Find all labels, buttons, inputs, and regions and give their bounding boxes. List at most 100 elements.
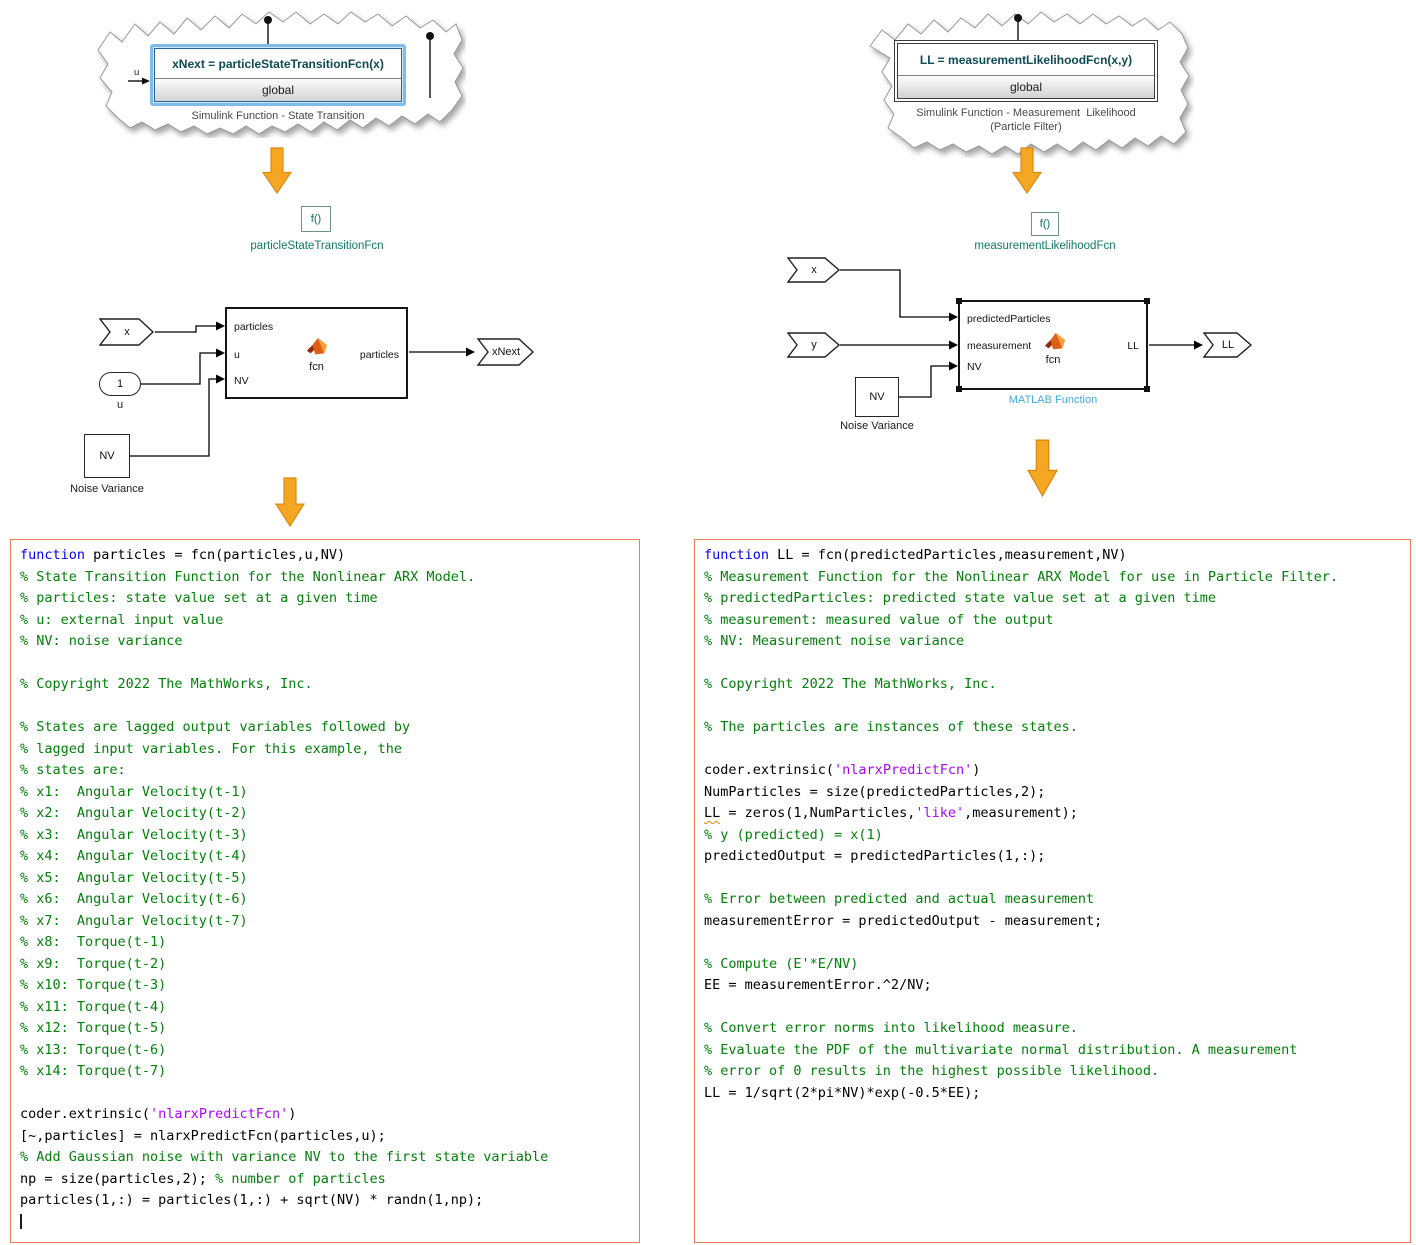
simulink-function-block-measurement-likelihood[interactable]: LL = measurementLikelihoodFcn(x,y) globa… [894,40,1158,102]
code-line: particles(1,:) = particles(1,:) + sqrt(N… [20,1190,630,1212]
outport-block-xnext[interactable]: xNext [476,338,535,366]
code-line: % States are lagged output variables fol… [20,717,630,739]
code-token: % x2: Angular Velocity(t-2) [20,805,248,821]
code-token: % x5: Angular Velocity(t-5) [20,869,248,886]
function-signature: xNext = particleStateTransitionFcn(x) [172,56,384,71]
code-line: % x4: Angular Velocity(t-4) [20,846,630,868]
port-label-predicted-particles: predictedParticles [967,313,1051,325]
code-token: EE = measurementError.^2/NV; [704,977,932,993]
port-label-u: u [134,67,140,78]
code-line [704,696,1401,718]
outport-block-ll[interactable]: LL [1202,332,1253,358]
code-token: % error of 0 results in the highest poss… [704,1063,1160,1079]
code-line [704,868,1401,890]
fcn-icon-block[interactable]: f() [1031,212,1059,236]
code-line: % error of 0 results in the highest poss… [704,1061,1401,1083]
selection-handle[interactable] [1144,298,1150,304]
code-token: % states are: [20,762,126,778]
constant-block-1[interactable]: 1 [99,372,141,396]
down-arrow-icon [1012,147,1042,194]
matlab-code-editor-state-transition[interactable]: function particles = fcn(particles,u,NV)… [10,539,640,1243]
selection-handle[interactable] [956,386,962,392]
code-line [20,1083,630,1105]
connection-dot [264,16,272,24]
code-token: LL = fcn(predictedParticles,measurement,… [769,547,1127,563]
code-line: % NV: Measurement noise variance [704,631,1401,653]
code-token: % lagged input variables. For this examp… [20,740,403,757]
torn-caption-line2: (Particle Filter) [990,121,1062,133]
port-label-measurement: measurement [967,340,1032,352]
matlab-code-editor-measurement-likelihood[interactable]: function LL = fcn(predictedParticles,mea… [694,539,1411,1243]
code-line: % NV: noise variance [20,631,630,653]
code-line: % x2: Angular Velocity(t-2) [20,803,630,825]
function-name-label: particleStateTransitionFcn [250,240,384,252]
constant-value: 1 [116,378,124,390]
code-token: % Convert error norms into likelihood me… [704,1020,1078,1036]
matlab-function-block-measurement-likelihood[interactable]: predictedParticles measurement NV LL fcn [956,298,1150,392]
code-token: 'nlarxPredictFcn' [834,762,973,778]
code-line: % x6: Angular Velocity(t-6) [20,889,630,911]
code-token: particles(1,:) = particles(1,:) + sqrt(N… [20,1192,484,1208]
connection-dot [1014,14,1022,22]
function-signature: LL = measurementLikelihoodFcn(x,y) [919,52,1133,67]
matlab-function-block-state-transition[interactable]: particles u NV particles fcn [225,307,408,399]
code-token: 'like' [915,805,965,821]
simulink-function-block-state-transition[interactable]: xNext = particleStateTransitionFcn(x) gl… [150,44,406,106]
code-token: np = size(particles,2); [20,1170,216,1187]
code-token: % x6: Angular Velocity(t-6) [20,891,248,907]
code-token: coder.extrinsic( [20,1106,151,1122]
port-label-nv: NV [967,361,982,373]
port-label-nv: NV [234,375,249,387]
code-token: % State Transition Function for the Nonl… [20,568,476,585]
code-token: % Compute (E'*E/NV) [704,955,859,972]
code-token: % NV: noise variance [20,633,183,649]
code-line: coder.extrinsic('nlarxPredictFcn') [20,1104,630,1126]
code-line: % x1: Angular Velocity(t-1) [20,782,630,804]
inport-block-x[interactable]: x [786,257,841,283]
code-line [20,1212,630,1234]
code-line: EE = measurementError.^2/NV; [704,975,1401,997]
code-line: LL = zeros(1,NumParticles,'like',measure… [704,803,1401,825]
selection-handle[interactable] [956,298,962,304]
outport-flag-shape [1202,332,1253,358]
code-line: % u: external input value [20,610,630,632]
code-line [704,653,1401,675]
inport-flag-shape [786,257,841,283]
code-line: % Convert error norms into likelihood me… [704,1018,1401,1040]
code-line: % The particles are instances of these s… [704,717,1401,739]
fcn-icon-block[interactable]: f() [301,206,331,232]
port-label-u: u [234,349,240,361]
code-token: measurementError = predictedOutput - mea… [704,912,1103,929]
inport-label: x [124,326,130,338]
outport-flag-shape [476,338,535,366]
code-line: % lagged input variables. For this examp… [20,739,630,761]
matlab-logo-icon [306,337,328,355]
noise-variance-block[interactable]: NV [855,377,899,417]
code-line: % x8: Torque(t-1) [20,932,630,954]
code-token: % x11: Torque(t-4) [20,998,167,1015]
code-line [20,653,630,675]
code-line: predictedOutput = predictedParticles(1,:… [704,846,1401,868]
code-token: % Evaluate the PDF of the multivariate n… [704,1041,1298,1058]
code-token: % The particles are instances of these s… [704,719,1078,735]
code-line: np = size(particles,2); % number of part… [20,1169,630,1191]
noise-variance-block[interactable]: NV [84,434,130,478]
port-label-particles: particles [234,321,274,333]
torn-screenshot-measurement-likelihood: LL = measurementLikelihoodFcn(x,y) globa… [858,6,1194,158]
code-token: % x4: Angular Velocity(t-4) [20,848,248,864]
code-line: % predictedParticles: predicted state va… [704,588,1401,610]
down-arrow-icon [262,147,292,194]
torn-caption: Simulink Function - State Transition [191,110,365,122]
code-line: % State Transition Function for the Nonl… [20,567,630,589]
code-token: ) [972,762,981,778]
inport-block-y[interactable]: y [786,332,841,358]
global-visibility-label: global [155,78,401,101]
code-line: % particles: state value set at a given … [20,588,630,610]
code-token: % y (predicted) = x(1) [704,826,883,843]
code-line: % x9: Torque(t-2) [20,954,630,976]
selection-handle[interactable] [1144,386,1150,392]
code-token: function [704,547,770,563]
inport-block-x[interactable]: x [98,318,155,346]
code-token: % Add Gaussian noise with variance NV to… [20,1149,549,1165]
code-token: % Measurement Function for the Nonlinear… [704,568,1338,585]
